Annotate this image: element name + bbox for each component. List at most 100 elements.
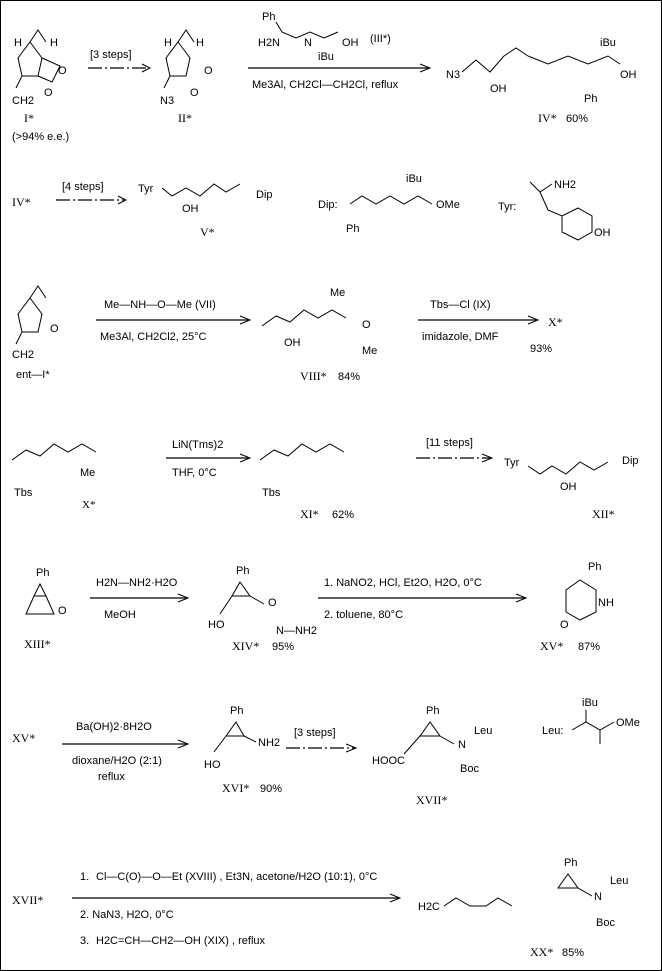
conditions-1: Me3Al, CH2Cl—CH2Cl, reflux [252,79,399,91]
svg-text:iBu: iBu [600,37,616,49]
svg-text:60%: 60% [566,113,588,125]
svg-text:Ph: Ph [588,561,601,573]
svg-text:Ph: Ph [236,565,249,577]
svg-text:N: N [304,37,312,49]
svg-text:OH: OH [620,69,637,81]
svg-text:NH2: NH2 [258,737,280,749]
svg-text:Tbs: Tbs [262,487,281,499]
svg-text:reflux: reflux [98,771,125,783]
label-XVI: XVI* [222,781,249,795]
compound-IV: N3 OH iBu Ph OH IV* 60% [446,37,637,125]
svg-text:1. NaNO2, HCl, Et2O, H2O, 0°C: 1. NaNO2, HCl, Et2O, H2O, 0°C [324,577,482,589]
svg-text:O: O [50,323,59,335]
svg-text:N3: N3 [446,69,460,81]
svg-text:OH: OH [182,203,199,215]
row6: XV* Ba(OH)2·8H2O dioxane/H2O (2:1) reflu… [12,697,640,807]
label-I: I* [24,111,34,125]
svg-text:62%: 62% [332,509,354,521]
svg-text:H2C: H2C [418,901,440,913]
svg-text:H: H [14,37,22,49]
svg-text:H2C=CH—CH2—OH (XIX) , reflux: H2C=CH—CH2—OH (XIX) , reflux [96,935,266,947]
svg-text:Dip: Dip [622,455,639,467]
svg-text:Tyr: Tyr [138,183,154,195]
svg-text:OMe: OMe [436,199,460,211]
svg-text:Tyr: Tyr [504,457,520,469]
svg-text:O: O [268,597,277,609]
svg-text:Tbs—Cl (IX): Tbs—Cl (IX) [430,299,491,311]
svg-text:dioxane/H2O (2:1): dioxane/H2O (2:1) [72,755,162,767]
svg-text:Me: Me [80,467,95,479]
svg-text:O: O [362,319,371,331]
svg-text:Ph: Ph [346,223,359,235]
svg-text:NH: NH [598,597,614,609]
svg-text:95%: 95% [272,641,294,653]
svg-text:iBu: iBu [582,697,598,709]
svg-text:Ph: Ph [426,705,439,717]
svg-text:O: O [58,65,67,77]
svg-text:[3 steps]: [3 steps] [294,727,336,739]
fragment-n3: N3 [160,95,174,107]
label-XVII-start: XVII* [12,893,43,907]
svg-text:Dip:: Dip: [318,199,338,211]
svg-text:OH: OH [490,83,507,95]
svg-text:iBu: iBu [318,51,334,63]
svg-text:N: N [458,739,466,751]
svg-text:Boc: Boc [460,763,479,775]
svg-text:OH: OH [342,37,359,49]
reagent-III: Ph H2N N iBu OH (III*) [258,11,391,63]
svg-text:H: H [196,37,204,49]
svg-text:NH2: NH2 [554,179,576,191]
label-XII: XII* [592,507,615,521]
svg-text:2. NaN3, H2O, 0°C: 2. NaN3, H2O, 0°C [80,909,174,921]
svg-text:OH: OH [284,337,301,349]
svg-text:O: O [190,87,199,99]
svg-text:85%: 85% [562,947,584,959]
svg-text:Me: Me [330,287,345,299]
svg-text:93%: 93% [530,343,552,355]
svg-text:90%: 90% [260,783,282,795]
label-XV-start: XV* [12,731,35,745]
svg-text:HO: HO [208,619,225,631]
svg-text:H: H [164,37,172,49]
row4: Tbs Me X* LiN(Tms)2 THF, 0°C Tbs XI* 62%… [11,437,639,521]
svg-text:Cl—C(O)—O—Et (XVIII) , Et3N, a: Cl—C(O)—O—Et (XVIII) , Et3N, acetone/H2O… [96,871,377,883]
row7: XVII* 1. Cl—C(O)—O—Et (XVIII) , Et3N, ac… [12,857,628,959]
label-XVII: XVII* [416,793,447,807]
svg-text:Ph: Ph [584,93,597,105]
svg-text:Ph: Ph [262,11,275,23]
svg-text:H2N: H2N [258,37,280,49]
label-XIII: XIII* [24,637,51,651]
label-XIV: XIV* [232,639,259,653]
compound-II: H H O O N3 II* [160,29,213,125]
compound-I: O O H H CH2 I* (>94% e.e.) [12,29,69,143]
svg-text:Leu: Leu [610,875,628,887]
svg-text:O: O [44,87,53,99]
svg-text:Ph: Ph [564,857,577,869]
row5: Ph O XIII* H2N—NH2·H2O MeOH Ph HO O N—NH… [24,561,614,653]
svg-text:84%: 84% [338,371,360,383]
svg-text:Me—NH—O—Me (VII): Me—NH—O—Me (VII) [104,299,216,311]
svg-text:(III*): (III*) [370,33,391,45]
svg-text:O: O [560,619,569,631]
svg-text:H2N—NH2·H2O: H2N—NH2·H2O [96,577,178,589]
label-V: V* [200,225,215,239]
svg-text:Me3Al, CH2Cl2, 25°C: Me3Al, CH2Cl2, 25°C [100,331,207,343]
label-II: II* [178,111,192,125]
arrow-I-to-II: [3 steps] [88,49,152,73]
svg-text:Tyr:: Tyr: [498,201,516,213]
row2: IV* [4 steps] Tyr OH Dip V* Dip: iBu Ph … [12,173,611,241]
svg-text:2. toluene, 80°C: 2. toluene, 80°C [324,609,403,621]
svg-text:imidazole, DMF: imidazole, DMF [422,331,499,343]
svg-text:1.: 1. [80,871,89,883]
fragment-ch2: CH2 [12,95,34,107]
svg-text:THF, 0°C: THF, 0°C [172,467,217,479]
svg-text:HOOC: HOOC [372,755,405,767]
svg-text:OH: OH [560,481,577,493]
svg-text:Ph: Ph [230,705,243,717]
svg-text:87%: 87% [578,641,600,653]
svg-text:N—NH2: N—NH2 [276,625,317,637]
svg-text:CH2: CH2 [12,349,34,361]
svg-text:LiN(Tms)2: LiN(Tms)2 [172,439,223,451]
arrow-II-to-IV: Me3Al, CH2Cl—CH2Cl, reflux [248,63,432,91]
